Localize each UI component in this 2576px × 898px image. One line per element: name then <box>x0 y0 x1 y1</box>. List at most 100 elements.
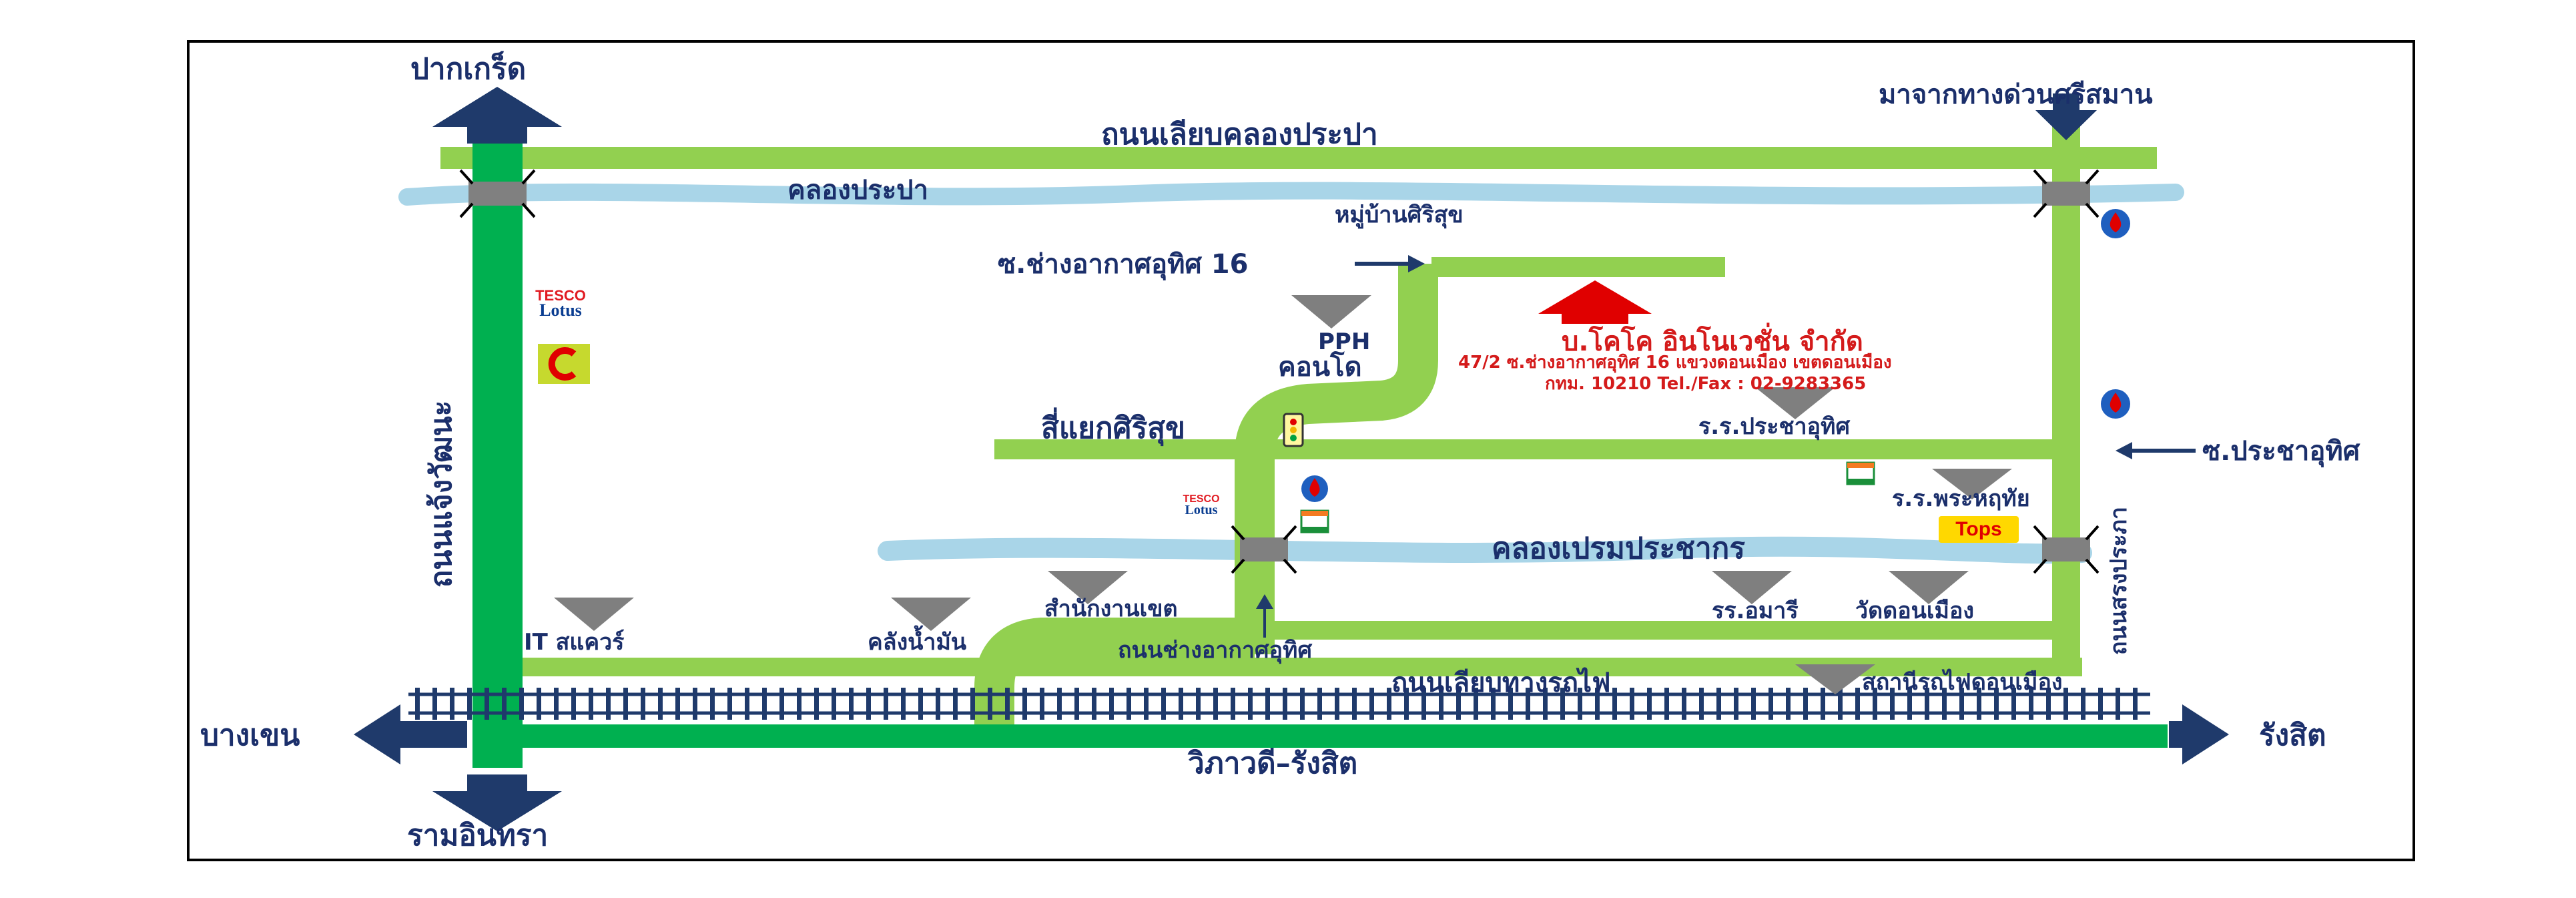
seven-eleven-logo-icon <box>1300 509 1329 533</box>
railway-tie <box>1942 688 1947 720</box>
railway-tie <box>1786 688 1791 720</box>
label-from-expressway: มาจากทางด่วนศรีสมาน <box>1879 79 2153 110</box>
label-school-amaree: รร.อมารี <box>1712 598 1799 624</box>
railway-tie <box>1057 688 1062 720</box>
label-intersection-siri-suk: สี่แยกศิริสุข <box>1041 411 1186 445</box>
railway-tie <box>519 688 524 720</box>
road-vibhavadi <box>472 724 2168 748</box>
landmark-wat-icon <box>1889 571 1969 604</box>
railway-tie <box>450 688 454 720</box>
expressway-arrow-icon <box>2035 93 2097 140</box>
railway-tie <box>1734 688 1738 720</box>
railway-tie <box>901 688 906 720</box>
landmark-oil-depot-icon <box>891 598 971 631</box>
railway-tie <box>537 688 541 720</box>
railway-tie <box>936 688 940 720</box>
railway-tie <box>1022 688 1027 720</box>
tesco-lotus-logo: TESCO Lotus <box>535 287 586 320</box>
seven-eleven-logo-icon <box>1846 461 1875 485</box>
railway-tie <box>1595 688 1600 720</box>
railway-tie <box>1907 688 1912 720</box>
railway-tie <box>988 688 992 720</box>
landmark-station-icon <box>1795 664 1875 694</box>
label-soi-pracha-uthit: ซ.ประชาอุทิศ <box>2202 436 2360 467</box>
railway-tie <box>623 688 628 720</box>
label-road-chang-akat-uthit: ถนนช่างอากาศอุทิศ <box>1118 637 1313 664</box>
railway-tie <box>1751 688 1756 720</box>
canal-prapa <box>398 182 2184 206</box>
railway-tie <box>727 688 732 720</box>
railway-tie <box>1699 688 1704 720</box>
railway-tie <box>1682 688 1686 720</box>
railway-tie <box>2046 688 2051 720</box>
label-don-mueang-station: สถานีรถไฟดอนเมือง <box>1862 669 2063 696</box>
canal-prem-prachakorn <box>878 536 2092 564</box>
label-soi-16: ซ.ช่างอากาศอุทิศ 16 <box>998 249 1249 280</box>
railway-tie <box>1126 688 1131 720</box>
label-condo: คอนโด <box>1278 352 1362 383</box>
east-arrow-icon <box>2169 704 2229 764</box>
company-name: บ.โคโค อินโนเวชั่น จำกัด <box>1562 326 1863 357</box>
railway-tie <box>1265 688 1270 720</box>
railway-tie <box>1404 688 1409 720</box>
railway-tie <box>884 688 888 720</box>
railway-tie <box>1074 688 1079 720</box>
tesco-lotus-logo: TESCO Lotus <box>1183 493 1220 517</box>
railway-tie <box>797 688 801 720</box>
railway-tie <box>1630 688 1634 720</box>
railway-tie <box>849 688 854 720</box>
label-road-vibhavadi: วิภาวดี–รังสิต <box>1188 746 1358 780</box>
railway-tie <box>1109 688 1114 720</box>
railway-tie <box>866 688 871 720</box>
railway-tie <box>1161 688 1166 720</box>
railway-tie <box>1248 688 1253 720</box>
railway-tie <box>832 688 836 720</box>
railway-tie <box>953 688 958 720</box>
label-school-phra-hathai: ร.ร.พระหฤทัย <box>1892 485 2030 512</box>
traffic-light-icon <box>1283 413 1304 447</box>
label-canal-prem-prachakorn: คลองเปรมประชากร <box>1492 531 1745 566</box>
road-intersection-crossroad <box>994 439 2069 459</box>
railway-tie <box>485 688 489 720</box>
label-village-siri-suk: หมู่บ้านศิริสุข <box>1335 202 1464 228</box>
railway-tie <box>1040 688 1044 720</box>
company-address-line2: กทม. 10210 Tel./Fax : 02-9283365 <box>1545 374 1867 394</box>
railway-tie <box>779 688 784 720</box>
railway-tie <box>710 688 715 720</box>
railway-tie <box>2081 688 2085 720</box>
label-it-square: IT สแควร์ <box>524 629 625 656</box>
railway-tie <box>1890 688 1895 720</box>
railway-tie <box>762 688 767 720</box>
railway-tie <box>502 688 507 720</box>
railway <box>408 688 2150 720</box>
landmark-pracha-uthit-icon <box>1755 387 1835 419</box>
railway-tie <box>745 688 749 720</box>
label-road-chaengwattana: ถนนแจ้งวัฒนะ <box>424 400 458 588</box>
label-east-rangsit: รังสิต <box>2259 718 2326 752</box>
big-c-logo-icon <box>538 344 590 384</box>
road-chang-akat-uthit <box>1235 264 1438 654</box>
railway-tie <box>1421 688 1426 720</box>
railway-tie <box>1352 688 1357 720</box>
railway-tie <box>2098 688 2103 720</box>
railway-tie <box>1300 688 1305 720</box>
railway-tie <box>970 688 975 720</box>
label-west-bang-khen: บางเขน <box>200 718 300 752</box>
railway-tie <box>1821 688 1825 720</box>
railway-tie <box>1664 688 1669 720</box>
railway-tie <box>675 688 680 720</box>
railway-tie <box>1526 688 1530 720</box>
ptt-fuel-icon <box>2101 389 2130 419</box>
landmark-phra-hathai-icon <box>1932 469 2012 499</box>
railway-tie <box>1768 688 1773 720</box>
soi16-arrow-icon <box>1355 255 1425 272</box>
railway-tie <box>1578 688 1582 720</box>
railway-tie <box>2063 688 2068 720</box>
ptt-fuel-icon <box>2101 209 2130 238</box>
railway-tie <box>1335 688 1339 720</box>
label-pph: PPH <box>1318 328 1371 355</box>
railway-tie <box>606 688 611 720</box>
railway-tie <box>1456 688 1461 720</box>
